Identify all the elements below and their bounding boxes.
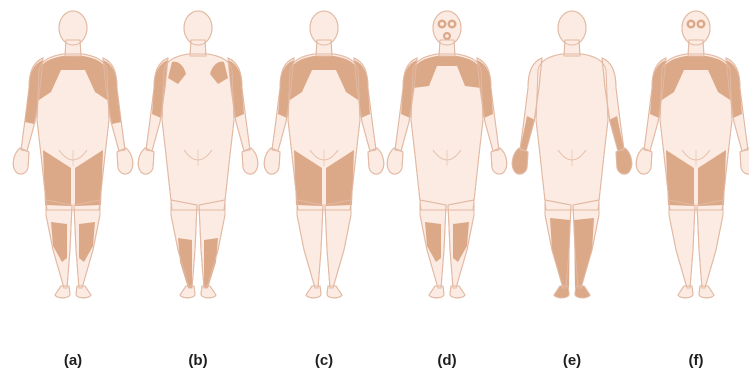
affected-lower-calves xyxy=(178,238,192,288)
body-figure xyxy=(13,11,133,298)
figure-label-d: (d) xyxy=(417,352,477,369)
body-figure xyxy=(636,11,749,298)
right-eye xyxy=(699,22,703,26)
figure-label-e: (e) xyxy=(542,352,602,369)
body-figure xyxy=(264,11,384,298)
affected-lower-calves xyxy=(204,238,218,288)
torso xyxy=(536,54,608,210)
figure-label-a: (a) xyxy=(43,352,103,369)
left-eye xyxy=(440,22,444,26)
right-eye xyxy=(450,22,454,26)
affected-calves xyxy=(453,222,469,262)
body-figure xyxy=(138,11,258,298)
figure-label-f: (f) xyxy=(666,352,726,369)
body-figure xyxy=(387,11,507,298)
affected-calves xyxy=(425,222,441,262)
mouth xyxy=(445,34,449,38)
left-eye xyxy=(689,22,693,26)
affected-calves xyxy=(79,222,95,262)
figure-label-c: (c) xyxy=(294,352,354,369)
figure-label-b: (b) xyxy=(168,352,228,369)
body-figure xyxy=(512,11,632,298)
affected-calves xyxy=(51,222,67,262)
